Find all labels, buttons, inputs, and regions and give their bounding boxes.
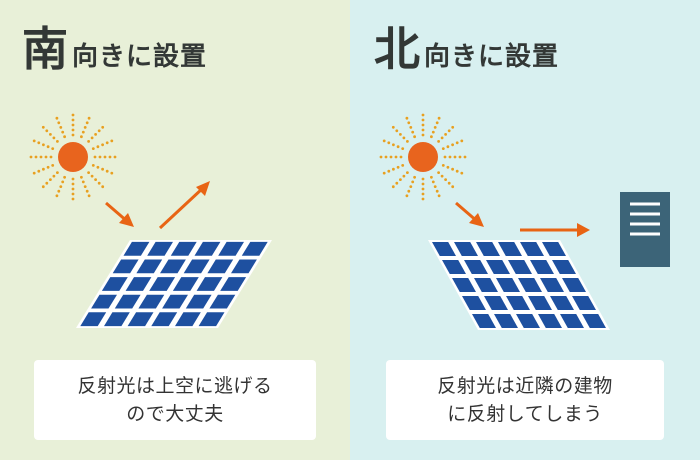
panel-cell bbox=[123, 241, 150, 256]
sun-rays bbox=[29, 113, 117, 201]
panel-cell bbox=[494, 314, 518, 328]
panel-cell bbox=[170, 241, 197, 256]
panel-cell bbox=[218, 241, 244, 256]
north-title: 北 向きに設置 bbox=[374, 26, 559, 73]
panel-cell bbox=[530, 260, 554, 274]
south-caption-card: 反射光は上空に逃げる ので大丈夫 bbox=[34, 360, 316, 440]
title-direction: 北 bbox=[374, 22, 420, 76]
panel-cell bbox=[231, 259, 257, 274]
north-facing-panel: 北 向きに設置 反射光は近隣の建物 に反射してしまう bbox=[350, 0, 700, 460]
caption-line-2: に反射してしまう bbox=[447, 403, 603, 425]
panel-cell bbox=[474, 278, 498, 292]
panel-cell bbox=[452, 278, 476, 292]
sun-rays bbox=[379, 113, 467, 201]
panel-cell bbox=[127, 312, 154, 327]
title-direction: 南 bbox=[22, 22, 68, 76]
panel-cell bbox=[207, 259, 234, 274]
panel-cell bbox=[198, 312, 225, 327]
building-icon bbox=[620, 192, 670, 267]
panel-cell bbox=[172, 277, 199, 291]
reflected-sideways-arrow-icon bbox=[520, 223, 590, 237]
panel-cell bbox=[520, 242, 544, 256]
title-suffix: 向きに設置 bbox=[72, 42, 208, 72]
panel-cell bbox=[220, 277, 247, 291]
panel-cell bbox=[538, 314, 562, 328]
south-title: 南 向きに設置 bbox=[22, 26, 207, 73]
sun-disc bbox=[408, 142, 438, 172]
panel-cell bbox=[552, 260, 576, 274]
panel-cell bbox=[136, 259, 163, 274]
sun-icon bbox=[29, 113, 117, 201]
panel-cell bbox=[486, 260, 510, 274]
title-suffix: 向きに設置 bbox=[424, 42, 560, 72]
panel-cell bbox=[80, 312, 107, 327]
panel-cell bbox=[572, 296, 596, 310]
panel-cell bbox=[454, 242, 478, 256]
panel-cell bbox=[112, 259, 139, 274]
incoming-arrow-icon bbox=[455, 201, 484, 227]
panel-cell bbox=[91, 294, 117, 309]
sun-disc bbox=[58, 142, 88, 172]
panel-cell bbox=[496, 278, 520, 292]
panel-cell bbox=[540, 278, 564, 292]
caption-line-1: 反射光は近隣の建物 bbox=[437, 375, 613, 397]
panel-cell bbox=[138, 294, 165, 309]
panel-cell bbox=[162, 294, 188, 309]
panel-cell bbox=[151, 312, 178, 327]
panel-cell bbox=[508, 260, 532, 274]
panel-cell bbox=[560, 314, 584, 328]
panel-cell bbox=[114, 294, 141, 309]
panel-cell bbox=[101, 277, 128, 291]
panel-cell bbox=[241, 241, 268, 256]
panel-cell bbox=[432, 242, 456, 256]
panel-cell bbox=[516, 314, 540, 328]
panel-cell bbox=[476, 242, 500, 256]
panel-cell bbox=[562, 278, 586, 292]
reflected-up-arrow-icon bbox=[158, 181, 210, 230]
panel-cell bbox=[442, 260, 466, 274]
panel-cell bbox=[196, 277, 223, 291]
panel-cell bbox=[194, 241, 221, 256]
panel-cell bbox=[528, 296, 552, 310]
sun-icon bbox=[379, 113, 467, 201]
south-facing-panel: 南 向きに設置 反射光は上空に逃げる ので大丈夫 bbox=[0, 0, 350, 460]
panel-cell bbox=[550, 296, 574, 310]
panel-cell bbox=[498, 242, 522, 256]
caption-line-2: ので大丈夫 bbox=[126, 403, 224, 425]
panel-cell bbox=[472, 314, 496, 328]
panel-cell bbox=[462, 296, 486, 310]
panel-cell bbox=[464, 260, 488, 274]
panel-cell bbox=[484, 296, 508, 310]
panel-cell bbox=[582, 314, 606, 328]
panel-cell bbox=[185, 294, 212, 309]
solar-panel-icon bbox=[76, 240, 272, 328]
solar-panel-icon bbox=[428, 240, 610, 330]
panel-cell bbox=[506, 296, 530, 310]
panel-cell bbox=[183, 259, 210, 274]
caption-line-1: 反射光は上空に逃げる bbox=[77, 375, 273, 397]
panel-cell bbox=[147, 241, 173, 256]
panel-cell bbox=[104, 312, 130, 327]
panel-cell bbox=[175, 312, 201, 327]
panel-cell bbox=[125, 277, 152, 291]
panel-cell bbox=[542, 242, 566, 256]
building-window-lines bbox=[630, 202, 660, 236]
incoming-arrow-icon bbox=[105, 201, 134, 227]
panel-cell bbox=[160, 259, 186, 274]
panel-cell bbox=[209, 294, 236, 309]
panel-cell bbox=[149, 277, 176, 291]
north-caption-card: 反射光は近隣の建物 に反射してしまう bbox=[386, 360, 664, 440]
panel-cell bbox=[518, 278, 542, 292]
